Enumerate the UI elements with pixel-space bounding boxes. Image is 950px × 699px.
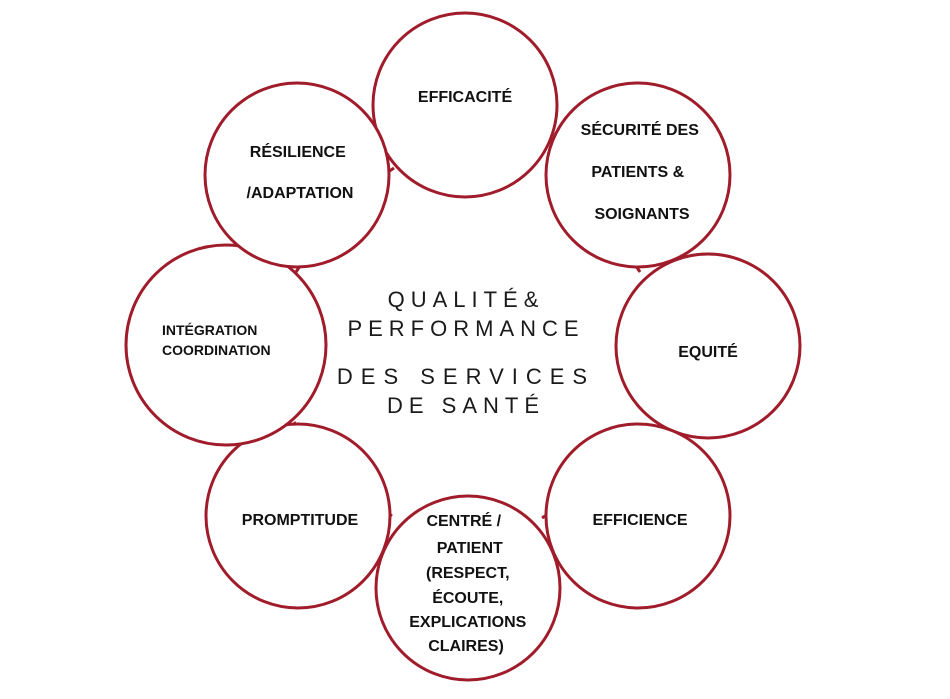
node-equite-label: EQUITÉ <box>678 342 738 361</box>
node-centre-patient-label: CENTRÉ / PATIENT (RESPECT, ÉCOUTE, EXPLI… <box>409 511 531 655</box>
node-integration: INTÉGRATION COORDINATION <box>124 243 328 447</box>
center-title-line-1: QUALITÉ& <box>388 287 545 312</box>
node-integration-label: INTÉGRATION COORDINATION <box>162 322 271 358</box>
node-promptitude-circle <box>204 422 392 610</box>
node-securite-label: SÉCURITÉ DES PATIENTS & SOIGNANTS <box>581 120 704 223</box>
node-efficacite-circle <box>371 11 559 199</box>
node-integration-circle <box>124 243 328 447</box>
center-title: QUALITÉ& PERFORMANCE DES SERVICES DE SAN… <box>337 287 595 418</box>
node-resilience-label: RÉSILIENCE /ADAPTATION <box>247 142 354 202</box>
node-equite: EQUITÉ <box>614 252 802 440</box>
center-title-line-2: PERFORMANCE <box>347 316 584 341</box>
node-securite-circle <box>544 81 732 269</box>
node-efficacite-label: EFFICACITÉ <box>418 87 513 106</box>
node-centre-patient-circle <box>374 494 562 682</box>
center-title-line-4: DE SANTÉ <box>387 393 545 418</box>
node-efficience: EFFICIENCE <box>544 422 732 610</box>
node-resilience-circle <box>203 81 391 269</box>
node-efficacite: EFFICACITÉ <box>371 11 559 199</box>
node-resilience: RÉSILIENCE /ADAPTATION <box>203 81 391 269</box>
node-efficience-label: EFFICIENCE <box>592 512 687 529</box>
node-securite: SÉCURITÉ DES PATIENTS & SOIGNANTS <box>544 81 732 269</box>
node-equite-circle <box>614 252 802 440</box>
node-efficience-circle <box>544 422 732 610</box>
center-title-line-3: DES SERVICES <box>337 364 595 389</box>
node-promptitude-label: PROMPTITUDE <box>242 512 359 529</box>
node-centre-patient: CENTRÉ / PATIENT (RESPECT, ÉCOUTE, EXPLI… <box>374 494 562 682</box>
node-promptitude: PROMPTITUDE <box>204 422 392 610</box>
